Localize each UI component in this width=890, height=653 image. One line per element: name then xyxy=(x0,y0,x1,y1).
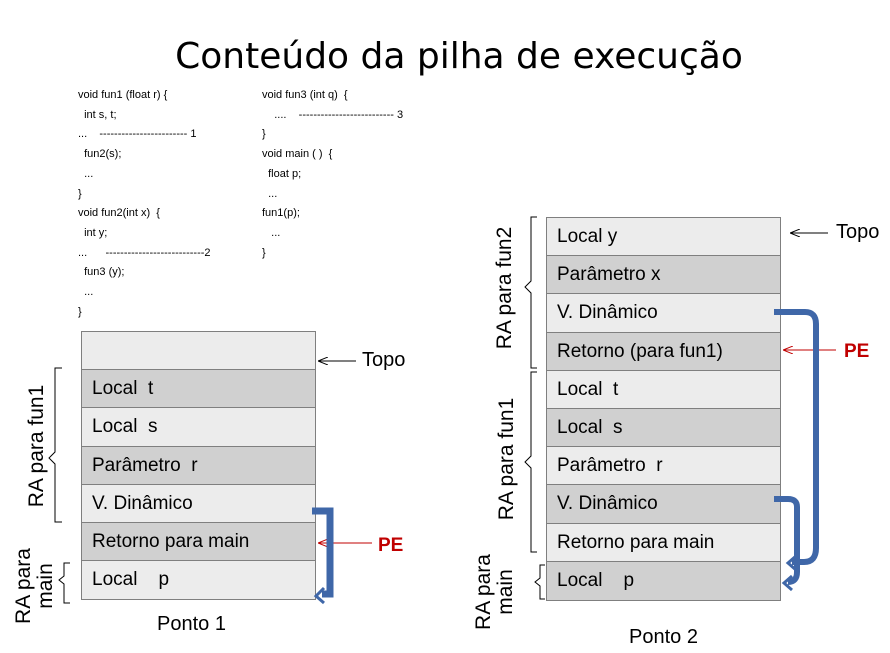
stack-cell: Retorno (para fun1) xyxy=(547,332,780,371)
code-left-line: void fun2(int x) { xyxy=(78,207,160,220)
stack-cell: V. Dinâmico xyxy=(547,485,780,524)
stack-cell: V. Dinâmico xyxy=(547,294,780,333)
code-left-line: ... ------------------------ 1 xyxy=(78,128,197,141)
stack-cell: V. Dinâmico xyxy=(82,484,315,523)
code-right-line: float p; xyxy=(262,167,302,180)
brace-ra-fun1-ponto2 xyxy=(524,371,537,553)
brace-ra-main-ponto2 xyxy=(534,564,545,600)
dynamic-link-arrow-fun1-ponto2 xyxy=(774,496,800,592)
stack-cell: Parâmetro r xyxy=(547,447,780,486)
stack-cell: Local s xyxy=(547,408,780,448)
stack-cell: Local p xyxy=(547,561,780,600)
code-left-line: int s, t; xyxy=(78,108,117,121)
code-right-line: void fun3 (int q) { xyxy=(262,89,348,101)
code-right-line: fun1(p); xyxy=(262,207,300,220)
stack-cell: Parâmetro x xyxy=(547,256,780,295)
code-left-line: } xyxy=(78,187,82,200)
code-block-right: void fun3 (int q) { .... ---------------… xyxy=(262,86,403,263)
dynamic-link-arrow-ponto1 xyxy=(312,507,334,605)
code-left-line: void fun1 (float r) { xyxy=(78,89,168,101)
code-right-line: } xyxy=(262,128,266,141)
code-left-line: fun3 (y); xyxy=(78,266,125,279)
code-left-line: fun2(s); xyxy=(78,148,122,161)
stack-cell: Local p xyxy=(82,561,315,600)
pe-label-ponto1: PE xyxy=(378,535,404,556)
code-left-line: ... xyxy=(78,286,94,299)
stack-cell: Retorno para main xyxy=(547,523,780,562)
stack-cell: Parâmetro r xyxy=(82,446,315,485)
brace-ra-fun1-ponto1 xyxy=(48,367,62,523)
brace-ra-main-ponto1 xyxy=(58,562,70,604)
stack-cell: Local s xyxy=(82,408,315,447)
code-right-line: .... -------------------------- 3 xyxy=(262,108,404,121)
stack-cell: Local t xyxy=(547,370,780,409)
dynamic-link-arrow-fun2-ponto2 xyxy=(774,309,819,572)
code-left-line: } xyxy=(78,305,82,318)
code-block-left: void fun1 (float r) { int s, t; ... -----… xyxy=(78,86,211,322)
ponto2-label: Ponto 2 xyxy=(629,626,698,648)
page-title: Conteúdo da pilha de execução xyxy=(175,36,743,77)
topo-label-ponto2: Topo xyxy=(836,221,880,243)
stack-cell: Retorno para main xyxy=(82,522,315,562)
code-right-line: ... xyxy=(262,226,281,239)
code-right-line: ... xyxy=(262,187,278,200)
brace-ra-fun2-ponto2 xyxy=(524,216,537,369)
code-left-line: ... ---------------------------2 xyxy=(78,246,211,259)
code-left-line: ... xyxy=(78,167,94,180)
stack-cell: Local y xyxy=(547,218,780,257)
stack-cell xyxy=(82,332,315,371)
code-right-line: } xyxy=(262,246,266,259)
stack-cell: Local t xyxy=(82,370,315,409)
pe-label-ponto2: PE xyxy=(844,341,870,362)
code-right-line: void main ( ) { xyxy=(262,148,333,161)
ponto1-label: Ponto 1 xyxy=(157,613,226,635)
topo-label-ponto1: Topo xyxy=(362,349,406,371)
code-left-line: int y; xyxy=(78,226,108,239)
